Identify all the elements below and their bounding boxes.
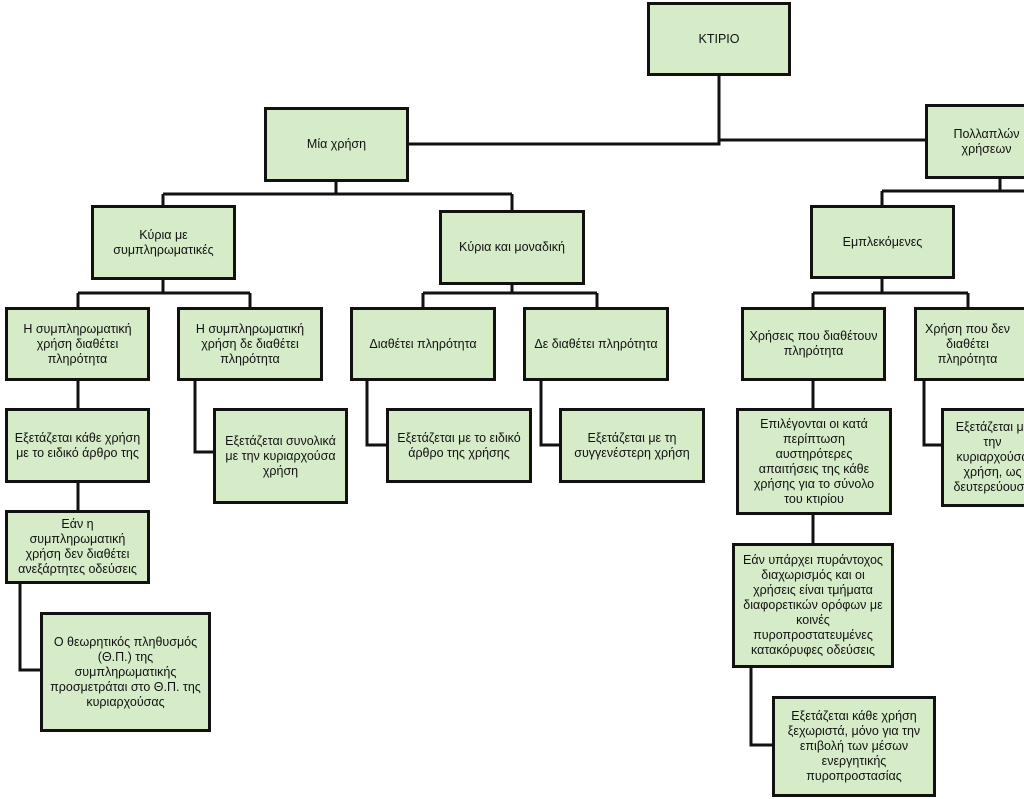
- node-main-and-only: Κύρια και μοναδική: [439, 210, 585, 285]
- node-examine-each-article: Εξετάζεται κάθε χρήση με το ειδικό άρθρο…: [5, 408, 150, 483]
- node-root-building: ΚΤΙΡΙΟ: [647, 2, 791, 76]
- node-strictest-requirements: Επιλέγονται οι κατά περίπτωση αυστηρότερ…: [736, 408, 892, 515]
- node-examine-with-dominant: Εξετάζεται συνολικά με την κυριαρχούσα χ…: [213, 408, 348, 504]
- node-main-with-complementary: Κύρια με συμπληρωματικές: [91, 205, 236, 280]
- node-mixed: Εμπλεκόμενες: [810, 205, 955, 279]
- node-examine-dominant-secondary: Εξετάζεται με την κυριαρχούσα χρήση, ως …: [941, 408, 1024, 507]
- node-examine-separately-active: Εξετάζεται κάθε χρήση ξεχωριστά, μόνο γι…: [772, 696, 936, 797]
- node-single-use: Μία χρήση: [264, 107, 409, 182]
- node-has-occupancy: Διαθέτει πληρότητα: [350, 307, 496, 381]
- node-uses-with-occupancy: Χρήσεις που διαθέτουν πληρότητα: [741, 307, 886, 381]
- node-if-no-independent-exits: Εάν η συμπληρωματική χρήση δεν διαθέτει …: [5, 510, 150, 584]
- node-complementary-has-occupancy: Η συμπληρωματική χρήση διαθέτει πληρότητ…: [5, 307, 150, 381]
- node-examine-specific-article: Εξετάζεται με το ειδικό άρθρο της χρήσης: [386, 408, 532, 483]
- node-complementary-no-occupancy: Η συμπληρωματική χρήση δε διαθέτει πληρό…: [177, 307, 323, 381]
- node-no-occupancy: Δε διαθέτει πληρότητα: [523, 307, 669, 381]
- node-theoretical-population: Ο θεωρητικός πληθυσμός (Θ.Π.) της συμπλη…: [40, 612, 211, 732]
- node-if-fire-separation: Εάν υπάρχει πυράντοχος διαχωρισμός και ο…: [732, 543, 894, 668]
- node-use-without-occupancy: Χρήση που δεν διαθέτει πληρότητα: [914, 307, 1024, 381]
- node-multi-use: Πολλαπλών χρήσεων: [925, 104, 1024, 179]
- node-examine-closest-use: Εξετάζεται με τη συγγενέστερη χρήση: [559, 408, 705, 483]
